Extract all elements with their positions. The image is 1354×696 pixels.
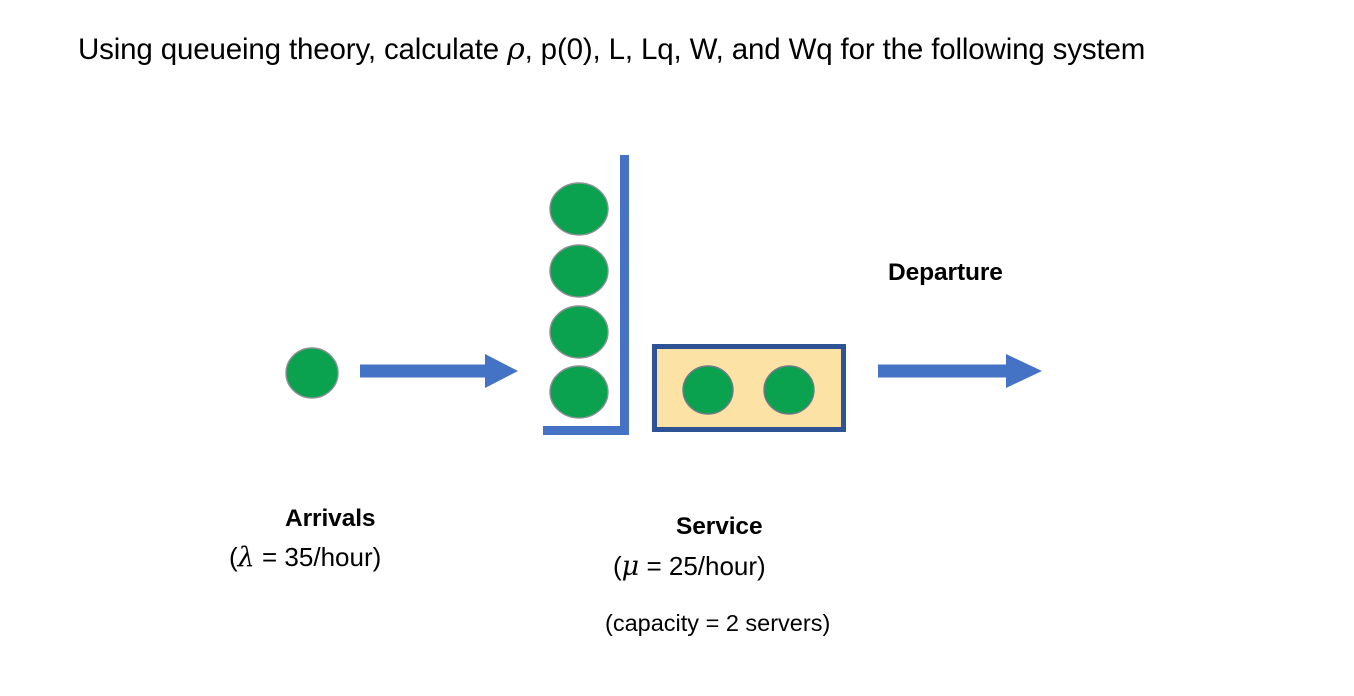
queue-entity-circle (549, 244, 609, 298)
queue-entity-circle (549, 365, 609, 419)
arrival-arrow-shaft (360, 364, 485, 378)
service-rate-label: (μ = 25/hour) (613, 551, 766, 582)
rho-symbol: ρ (507, 32, 525, 67)
service-rate-value: = 25/hour) (639, 551, 766, 581)
queue-barrier-vertical (620, 155, 629, 435)
departure-label: Departure (888, 259, 1003, 286)
title-prefix-text: Using queueing theory, calculate (78, 33, 508, 66)
mu-symbol: μ (621, 551, 640, 582)
arrivals-label: Arrivals (285, 505, 376, 532)
arrival-entity-circle (285, 347, 339, 399)
departure-arrow-shaft (878, 364, 1006, 378)
service-label: Service (676, 513, 763, 540)
server-entity-circle (763, 365, 815, 415)
server-entity-circle (682, 365, 734, 415)
arrival-rate-label: (λ = 35/hour) (229, 542, 381, 573)
departure-arrow-head (1006, 354, 1042, 388)
arrival-rate-value: = 35/hour) (254, 542, 382, 572)
queue-entities (549, 182, 609, 419)
arrival-rate-open-paren: ( (229, 542, 238, 572)
queue-entity-circle (549, 182, 609, 236)
queue-entity-circle (549, 305, 609, 359)
queue-barrier (543, 155, 629, 435)
service-rate-open-paren: ( (613, 551, 622, 581)
departure-arrow (878, 354, 1042, 388)
arrival-arrow-head (485, 354, 518, 388)
server-entities (682, 365, 815, 415)
queue-barrier-horizontal (543, 426, 629, 435)
page-title: Using queueing theory, calculate ρ, p(0)… (78, 30, 1318, 70)
lambda-symbol: λ (237, 542, 255, 573)
arrival-arrow (360, 354, 518, 388)
title-suffix-text: , p(0), L, Lq, W, and Wq for the followi… (524, 33, 1146, 66)
capacity-label: (capacity = 2 servers) (605, 610, 831, 636)
